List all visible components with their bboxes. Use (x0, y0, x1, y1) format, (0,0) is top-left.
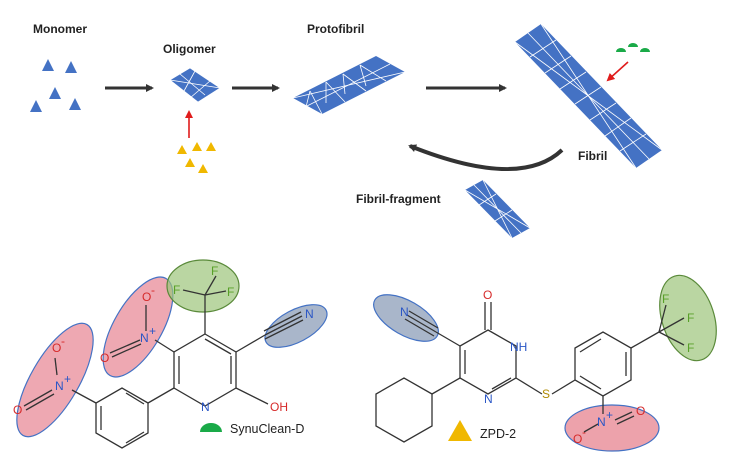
monomer-triangles (30, 59, 81, 112)
zpd-sulfur: S (542, 387, 550, 401)
synuclean-legend-icon (200, 423, 222, 432)
hydroxyl-oh: OH (270, 400, 288, 414)
nitro2-n-plus: N (140, 331, 149, 345)
protofibril-shape (292, 56, 406, 115)
nitro1-n-plus: N (55, 379, 64, 393)
fibril-label: Fibril (578, 149, 607, 163)
nitro2-o-minus-charge: - (151, 283, 155, 297)
red-arrow-synuclean (606, 61, 629, 82)
cf3-f3: F (227, 285, 234, 299)
curved-arrow-fragmentation (408, 144, 564, 172)
nitrile-highlight (264, 304, 328, 348)
zpd-nitrile-n: N (400, 305, 409, 319)
nitro2-o-minus: O (142, 290, 151, 304)
zpd-nitro-o-minus-charge: - (582, 425, 586, 439)
nitro1-o: O (13, 403, 22, 417)
zpd-nitro-highlight (564, 404, 660, 452)
zpd-cf3-f3: F (687, 341, 694, 355)
fibril-fragment-shape (464, 179, 531, 239)
zpd-nitro-n-plus-charge: + (606, 408, 613, 422)
fibril-shape (514, 23, 663, 169)
zpd-nitro-o-minus: O (573, 432, 582, 446)
zpd-ring-n: N (484, 392, 493, 406)
nitro1-n-plus-charge: + (64, 372, 71, 386)
nitro1-o-minus-charge: - (61, 334, 65, 348)
zpd2-legend-label: ZPD-2 (480, 427, 516, 441)
oligomer-shape (169, 67, 221, 103)
synuclean-drops (616, 43, 650, 52)
nitro-highlight-2 (102, 276, 174, 378)
synuclean-legend-label: SynuClean-D (230, 422, 304, 436)
synuclean-d-structure: O - N + O O - N + O F F F N N OH (13, 259, 328, 449)
nitrile-n: N (305, 307, 314, 321)
pyridine-n: N (201, 400, 210, 414)
cf3-f1: F (211, 264, 218, 278)
zpd-cf3-f2: F (687, 311, 694, 325)
fibril-fragment-label: Fibril-fragment (356, 192, 441, 206)
zpd2-triangles (177, 142, 216, 173)
protofibril-label: Protofibril (307, 22, 364, 36)
zpd-nitro-o: O (636, 404, 645, 418)
nitro1-o-minus: O (52, 341, 61, 355)
zpd-nitro-n-plus: N (597, 415, 606, 429)
zpd2-legend-icon (448, 420, 472, 441)
monomer-label: Monomer (33, 22, 87, 36)
zpd-cf3-f1: F (662, 292, 669, 306)
zpd-nh: NH (510, 340, 527, 354)
zpd-carbonyl-o: O (483, 288, 492, 302)
nitro2-n-plus-charge: + (149, 324, 156, 338)
oligomer-label: Oligomer (163, 42, 216, 56)
cf3-f2: F (173, 283, 180, 297)
zpd-2-structure: N O NH N S F F F O - N + O (373, 274, 717, 452)
nitro2-o: O (100, 351, 109, 365)
cf3-highlight (166, 259, 240, 313)
